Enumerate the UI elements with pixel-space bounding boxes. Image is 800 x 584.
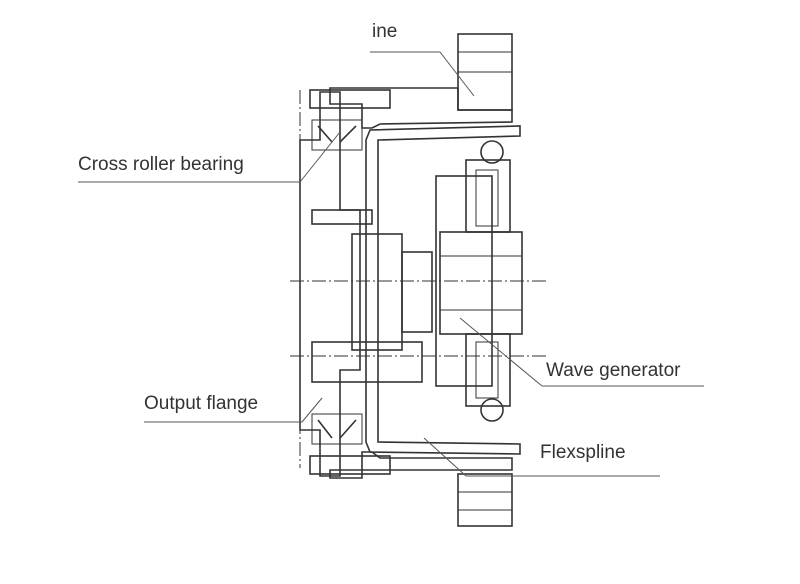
circular-spline-housing [329,33,513,527]
leader-lines [78,51,704,477]
label-output-flange: Output flange [144,393,258,414]
output-flange-body [299,89,433,477]
label-flexspline: Flexspline [540,442,626,463]
label-ine: ine [372,21,397,42]
label-wave-generator: Wave generator [546,360,681,381]
cross-roller-bearing [311,119,363,445]
center-lines [290,90,548,468]
flexspline [365,125,521,455]
label-cross-roller-bearing: Cross roller bearing [78,154,244,175]
